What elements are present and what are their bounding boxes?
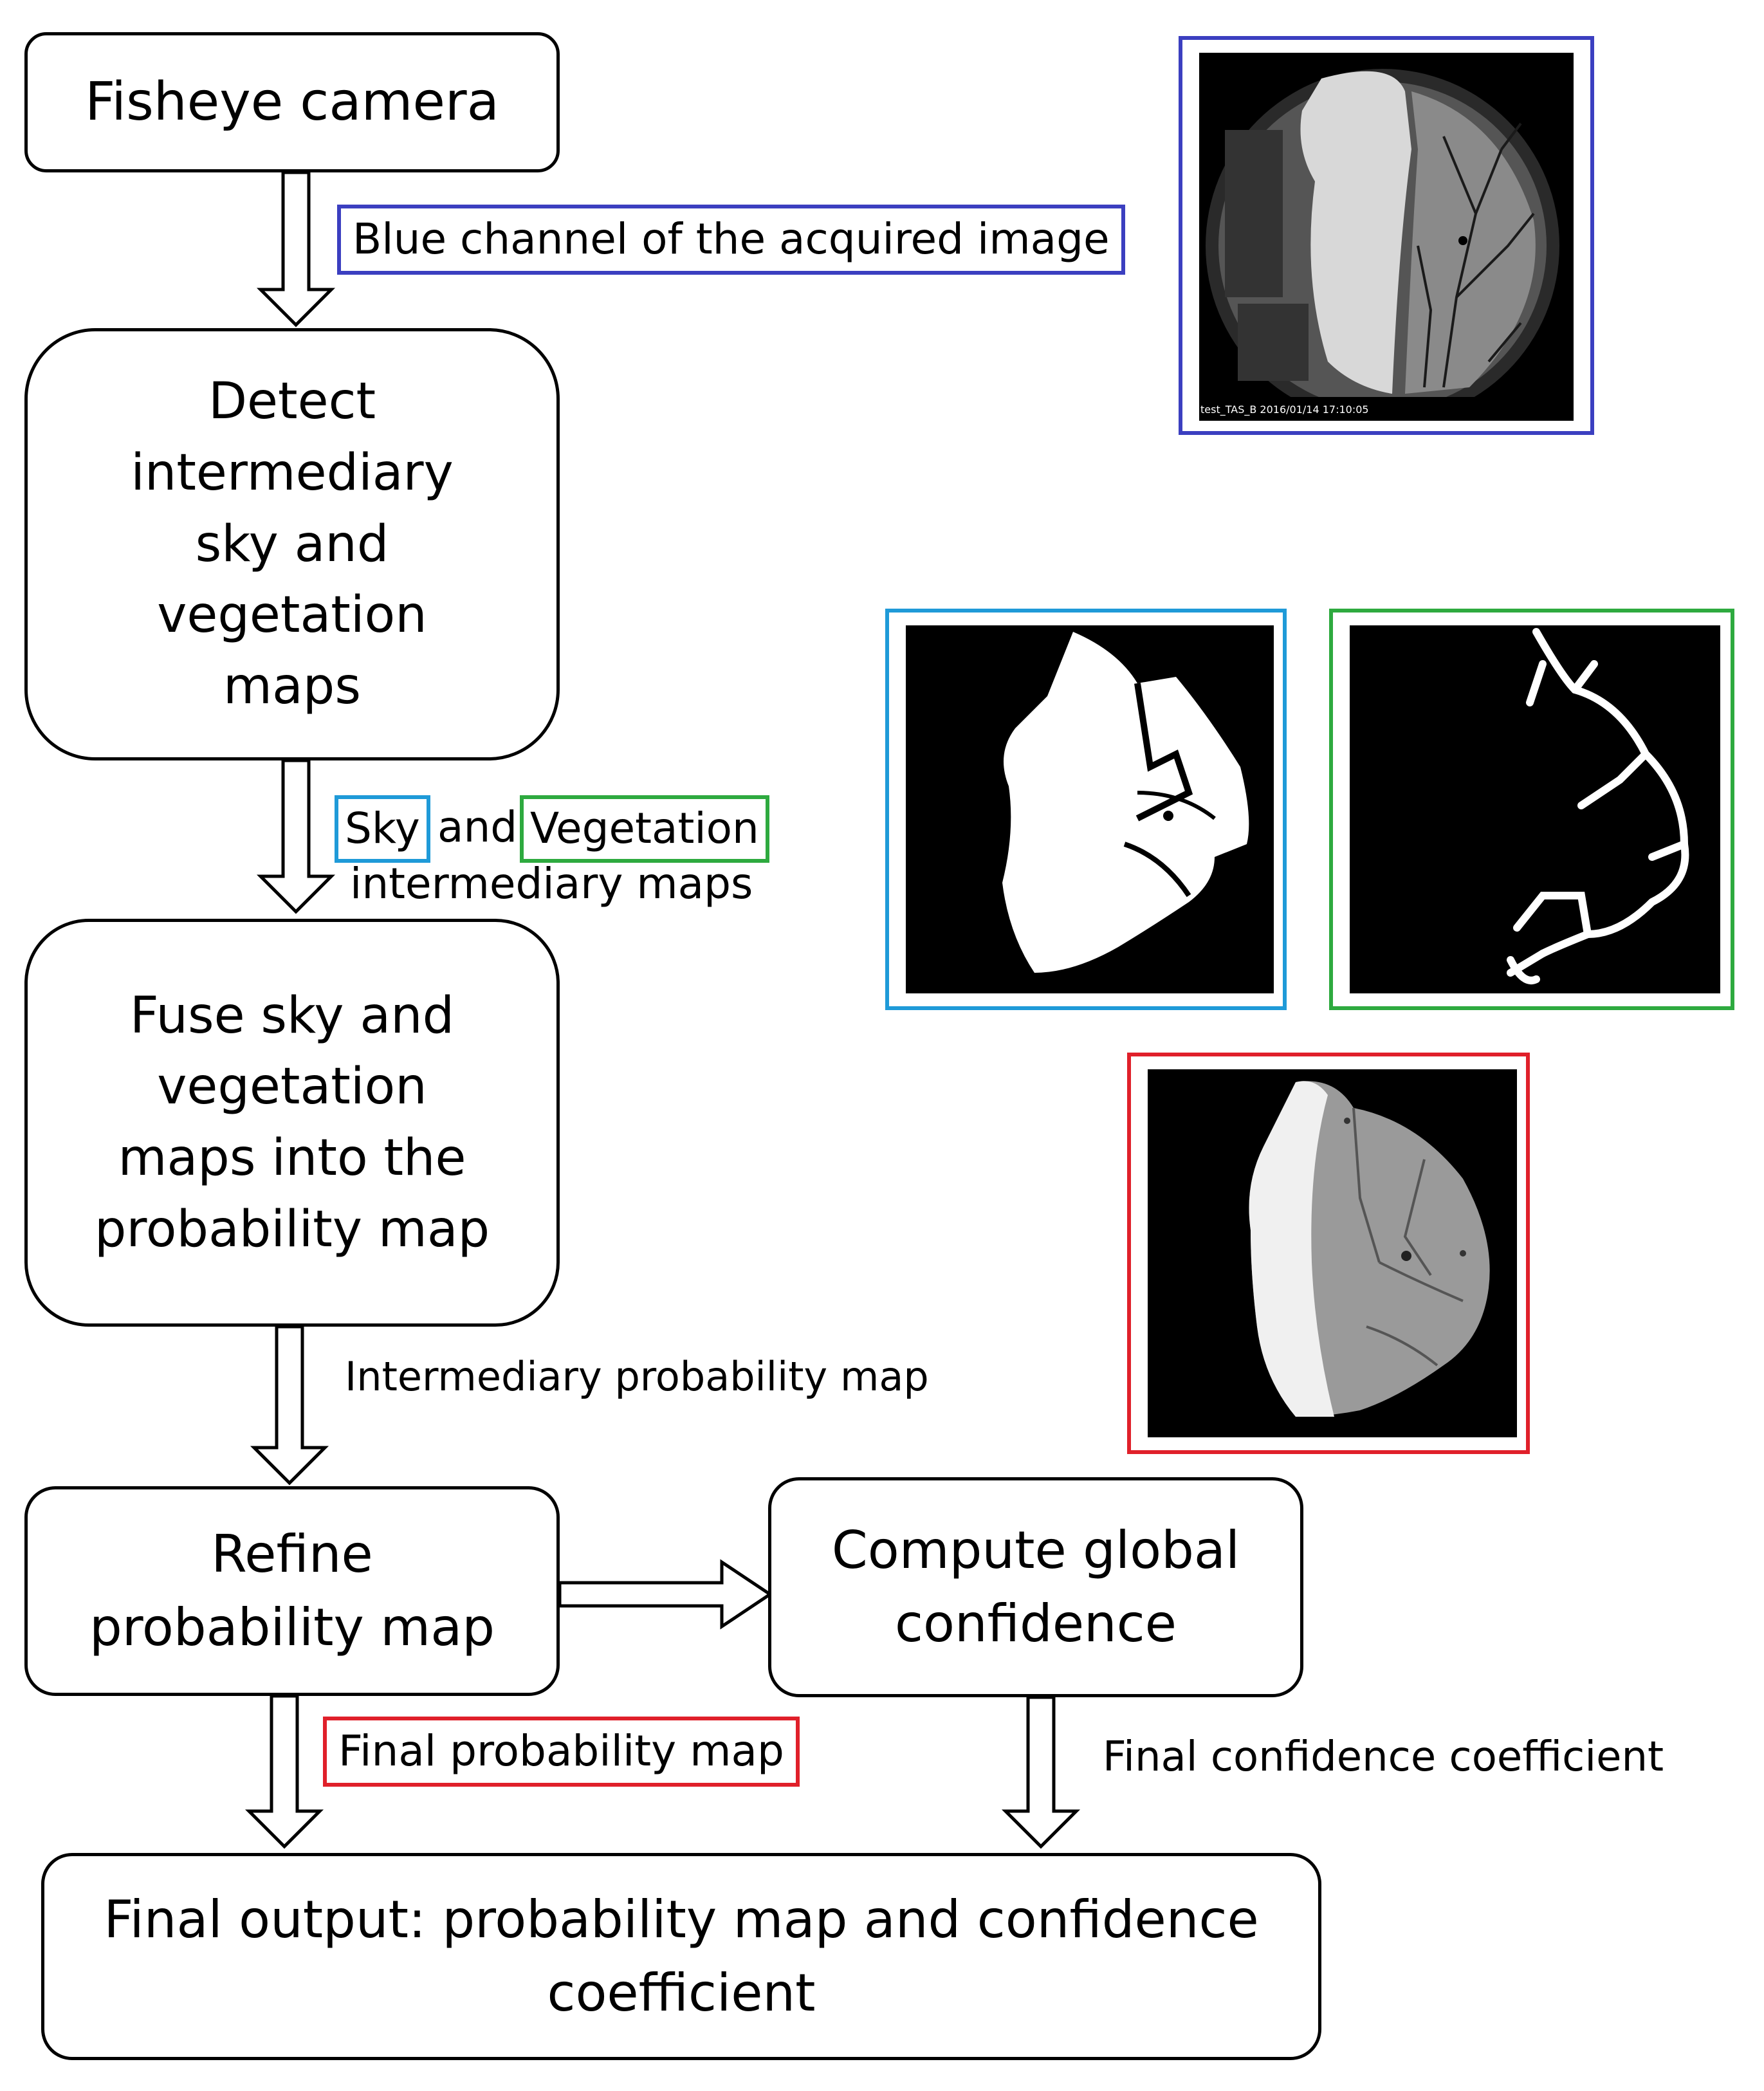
arrow-camera-to-detect: [256, 170, 336, 327]
thumbnail-probability-map: [1127, 1053, 1530, 1454]
label-blue-channel-text: Blue channel of the acquired image: [353, 214, 1110, 264]
node-detect-maps: Detect intermediary sky and vegetation m…: [24, 328, 560, 760]
label-final-probability-map: Final probability map: [323, 1717, 800, 1787]
vegetation-map-image: [1350, 625, 1720, 993]
node-fisheye-camera-label: Fisheye camera: [85, 71, 499, 133]
thumbnail-vegetation-map: [1329, 609, 1734, 1010]
fisheye-image: test_TAS_B 2016/01/14 17:10:05: [1199, 53, 1574, 421]
label-blue-channel: Blue channel of the acquired image: [337, 205, 1125, 275]
arrow-fuse-to-refine: [250, 1325, 329, 1486]
label-final-probability-map-text: Final probability map: [338, 1726, 784, 1776]
thumbnail-sky-map: [885, 609, 1287, 1010]
node-compute-confidence: Compute global confidence: [768, 1477, 1303, 1697]
node-refine-map-label: Refine probability map: [89, 1524, 495, 1657]
label-intermediary-maps: intermediary maps: [350, 859, 753, 908]
fisheye-caption: test_TAS_B 2016/01/14 17:10:05: [1200, 403, 1369, 416]
probability-map-image: [1148, 1069, 1517, 1437]
node-detect-maps-label: Detect intermediary sky and vegetation m…: [131, 373, 454, 716]
sky-map-image: [906, 625, 1274, 993]
arrow-confidence-to-output: [1001, 1695, 1081, 1849]
node-refine-map: Refine probability map: [24, 1486, 560, 1696]
node-final-output-label: Final output: probability map and confid…: [104, 1890, 1259, 2023]
arrow-refine-to-output: [244, 1694, 324, 1849]
label-sky-text: Sky: [345, 804, 420, 853]
label-and: and: [437, 802, 518, 852]
label-vegetation-text: Vegetation: [530, 804, 759, 853]
thumbnail-fisheye-image: test_TAS_B 2016/01/14 17:10:05: [1179, 36, 1594, 435]
node-compute-confidence-label: Compute global confidence: [831, 1520, 1240, 1653]
node-final-output: Final output: probability map and confid…: [41, 1853, 1321, 2060]
node-fisheye-camera: Fisheye camera: [24, 32, 560, 172]
label-vegetation: Vegetation: [520, 795, 769, 863]
label-intermediary-probability-map: Intermediary probability map: [345, 1353, 929, 1400]
node-fuse-maps: Fuse sky and vegetation maps into the pr…: [24, 919, 560, 1327]
arrow-refine-to-confidence: [558, 1559, 773, 1630]
label-final-confidence-coefficient: Final confidence coefficient: [1103, 1733, 1664, 1781]
label-sky: Sky: [335, 795, 430, 863]
node-fuse-maps-label: Fuse sky and vegetation maps into the pr…: [94, 986, 490, 1258]
arrow-detect-to-fuse: [256, 759, 336, 914]
